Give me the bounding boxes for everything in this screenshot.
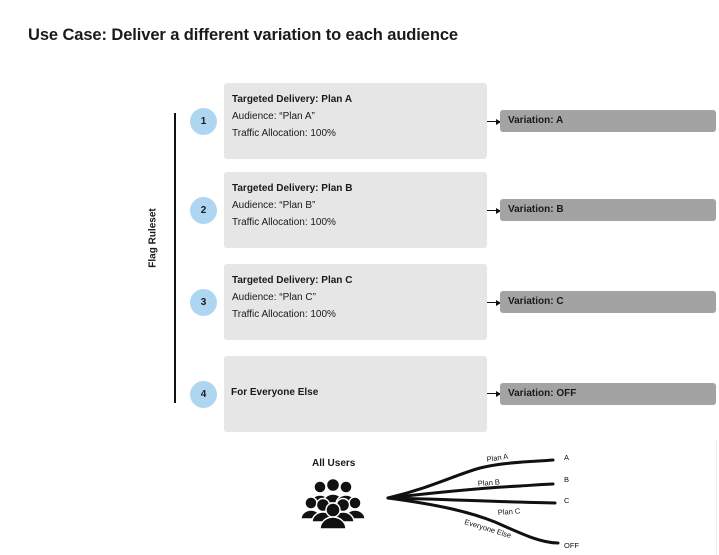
branch-end-off: OFF <box>564 541 579 550</box>
branch-line-plan-b <box>386 482 555 500</box>
rule-traffic: Traffic Allocation: 100% <box>232 217 336 228</box>
branch-label-plan-a: Plan A <box>486 452 509 464</box>
page-title: Use Case: Deliver a different variation … <box>28 26 458 44</box>
branch-label-plan-b: Plan B <box>478 477 501 488</box>
rule-box-3: Targeted Delivery: Plan C Audience: “Pla… <box>224 264 487 340</box>
group-of-users-icon <box>300 477 366 529</box>
rule-traffic: Traffic Allocation: 100% <box>232 128 336 139</box>
rule-box-4: For Everyone Else <box>224 356 487 432</box>
variation-box-4: Variation: OFF <box>500 383 716 405</box>
arrow-2 <box>487 207 501 214</box>
rule-title: Targeted Delivery: Plan B <box>232 183 353 194</box>
rule-title: Targeted Delivery: Plan C <box>232 275 353 286</box>
rule-number-1: 1 <box>190 108 217 135</box>
rule-title: For Everyone Else <box>231 387 319 398</box>
all-users-label: All Users <box>312 458 356 469</box>
variation-box-1: Variation: A <box>500 110 716 132</box>
arrow-4 <box>487 390 501 397</box>
variation-box-2: Variation: B <box>500 199 716 221</box>
branch-end-a: A <box>564 453 569 462</box>
rule-audience: Audience: “Plan B” <box>232 200 316 211</box>
branch-line-plan-a <box>386 458 555 500</box>
rule-number-3: 3 <box>190 289 217 316</box>
branch-label-plan-c: Plan C <box>498 506 522 517</box>
rule-audience: Audience: “Plan C” <box>232 292 316 303</box>
flag-ruleset-line <box>174 113 176 403</box>
arrow-3 <box>487 299 501 306</box>
rule-number-4: 4 <box>190 381 217 408</box>
rule-box-2: Targeted Delivery: Plan B Audience: “Pla… <box>224 172 487 248</box>
branch-end-b: B <box>564 475 569 484</box>
rule-audience: Audience: “Plan A” <box>232 111 315 122</box>
rule-traffic: Traffic Allocation: 100% <box>232 309 336 320</box>
rule-title: Targeted Delivery: Plan A <box>232 94 353 105</box>
branch-line-everyone-else <box>386 496 560 545</box>
rule-number-2: 2 <box>190 197 217 224</box>
divider <box>716 440 717 555</box>
branch-end-c: C <box>564 496 570 505</box>
branch-line-plan-c <box>386 496 557 505</box>
rule-box-1: Targeted Delivery: Plan A Audience: “Pla… <box>224 83 487 159</box>
variation-box-3: Variation: C <box>500 291 716 313</box>
arrow-1 <box>487 118 501 125</box>
